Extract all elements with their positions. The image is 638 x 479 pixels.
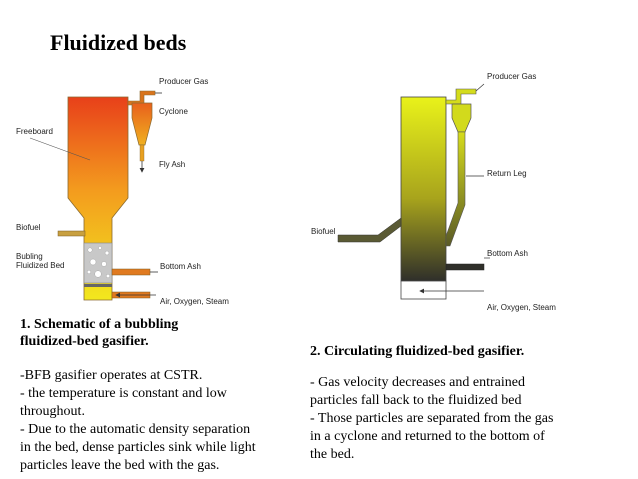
page-title: Fluidized beds <box>50 30 187 55</box>
bfb-bubbles <box>86 246 110 279</box>
cfb-biofuel-pipe <box>337 217 402 243</box>
cfb-text-line: the bed. <box>310 447 355 462</box>
cfb-return-leg <box>445 131 466 247</box>
bfb-biofuel-pipe <box>57 230 86 237</box>
bfb-caption-line: 1. Schematic of a bubbling <box>20 317 179 332</box>
cfb-producer-gas-arrow <box>475 83 485 92</box>
bfb-text-line: - Due to the automatic density separatio… <box>20 422 251 437</box>
cfb-description: - Gas velocity decreases and entrained p… <box>310 374 553 464</box>
cfb-air-label: Air, Oxygen, Steam <box>487 303 556 312</box>
bfb-text-line: particles leave the bed with the gas. <box>20 458 220 473</box>
bfb-caption-line: fluidized-bed gasifier. <box>20 334 149 349</box>
bfb-text-line: throughout. <box>20 404 85 419</box>
bfb-air-label: Air, Oxygen, Steam <box>160 297 229 306</box>
cfb-plenum <box>400 280 447 300</box>
bfb-text-line: in the bed, dense particles sink while l… <box>20 440 256 455</box>
bfb-distributor-plate <box>84 284 112 287</box>
bfb-bed-label-line1: Bubling <box>16 252 43 261</box>
cfb-outlet-pipe <box>445 88 477 105</box>
cfb-text-line: in a cyclone and returned to the bottom … <box>310 429 545 444</box>
bfb-producer-gas-label: Producer Gas <box>159 77 208 86</box>
cfb-text-line: - Those particles are separated from the… <box>310 411 554 426</box>
cfb-bottom-ash-label: Bottom Ash <box>487 249 528 258</box>
cfb-biofuel-label: Biofuel <box>311 227 336 236</box>
cfb-text-line: particles fall back to the fluidized bed <box>310 393 522 408</box>
bfb-gasifier: Producer Gas Freeboard Cyclone Fly Ash B… <box>16 77 229 306</box>
bfb-bed-label-line2: Fluidized Bed <box>16 261 64 270</box>
cfb-riser <box>400 96 447 282</box>
cfb-gasifier: Producer Gas Return Leg Biofuel Bottom A… <box>311 72 556 312</box>
bfb-cyclone-label: Cyclone <box>159 107 188 116</box>
bfb-description: -BFB gasifier operates at CSTR. - the te… <box>20 367 256 475</box>
bfb-bottom-ash-pipe <box>111 268 151 276</box>
bfb-freeboard-vessel <box>67 96 129 301</box>
bfb-text-line: - the temperature is constant and low <box>20 386 227 401</box>
bfb-caption: 1. Schematic of a bubbling fluidized-bed… <box>20 316 178 350</box>
cfb-bottom-ash-pipe <box>445 263 485 271</box>
bfb-fly-ash-pipe <box>139 144 145 162</box>
cfb-cyclone <box>451 103 472 133</box>
bfb-fly-ash-label: Fly Ash <box>159 160 185 169</box>
cfb-text-line: - Gas velocity decreases and entrained <box>310 375 525 390</box>
bfb-bottom-ash-label: Bottom Ash <box>160 262 201 271</box>
bfb-text-line: -BFB gasifier operates at CSTR. <box>20 368 203 383</box>
cfb-caption: 2. Circulating fluidized-bed gasifier. <box>310 344 525 359</box>
bfb-cyclone <box>131 102 153 146</box>
bfb-biofuel-label: Biofuel <box>16 223 41 232</box>
cfb-producer-gas-label: Producer Gas <box>487 72 536 81</box>
cfb-return-leg-label: Return Leg <box>487 169 527 178</box>
bfb-freeboard-leader <box>29 137 91 161</box>
bfb-freeboard-label: Freeboard <box>16 127 53 136</box>
